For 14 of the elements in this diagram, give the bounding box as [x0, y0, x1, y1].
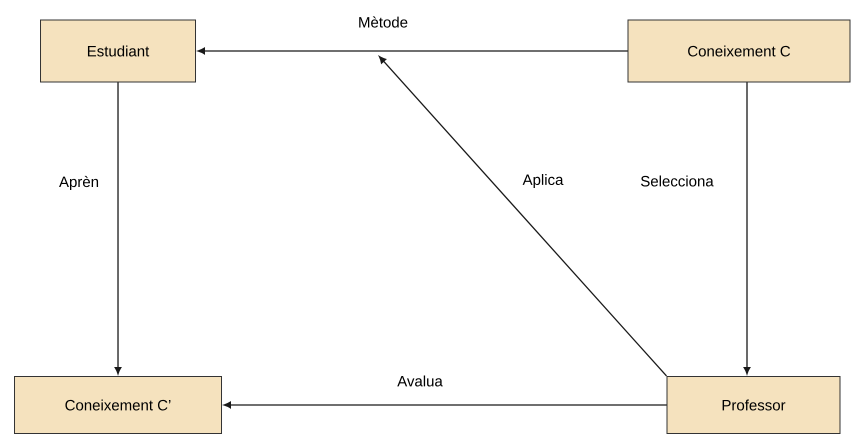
edge-label: Aplica [522, 173, 564, 189]
edge-label: Mètode [357, 15, 410, 29]
edge-label: Aprèn [58, 174, 100, 192]
process-box: Coneixement C’ [14, 376, 222, 434]
process-box: Professor [666, 376, 840, 434]
edge-label: Selecciona [639, 174, 715, 188]
edge-label: Avalua [396, 374, 444, 388]
process-box: Coneixement C [628, 20, 850, 82]
arrow [114, 82, 122, 374]
arrow [198, 48, 628, 54]
process-box: Estudiant [40, 20, 196, 82]
arrow [224, 402, 666, 408]
arrow [378, 56, 667, 376]
arrow [744, 82, 750, 374]
